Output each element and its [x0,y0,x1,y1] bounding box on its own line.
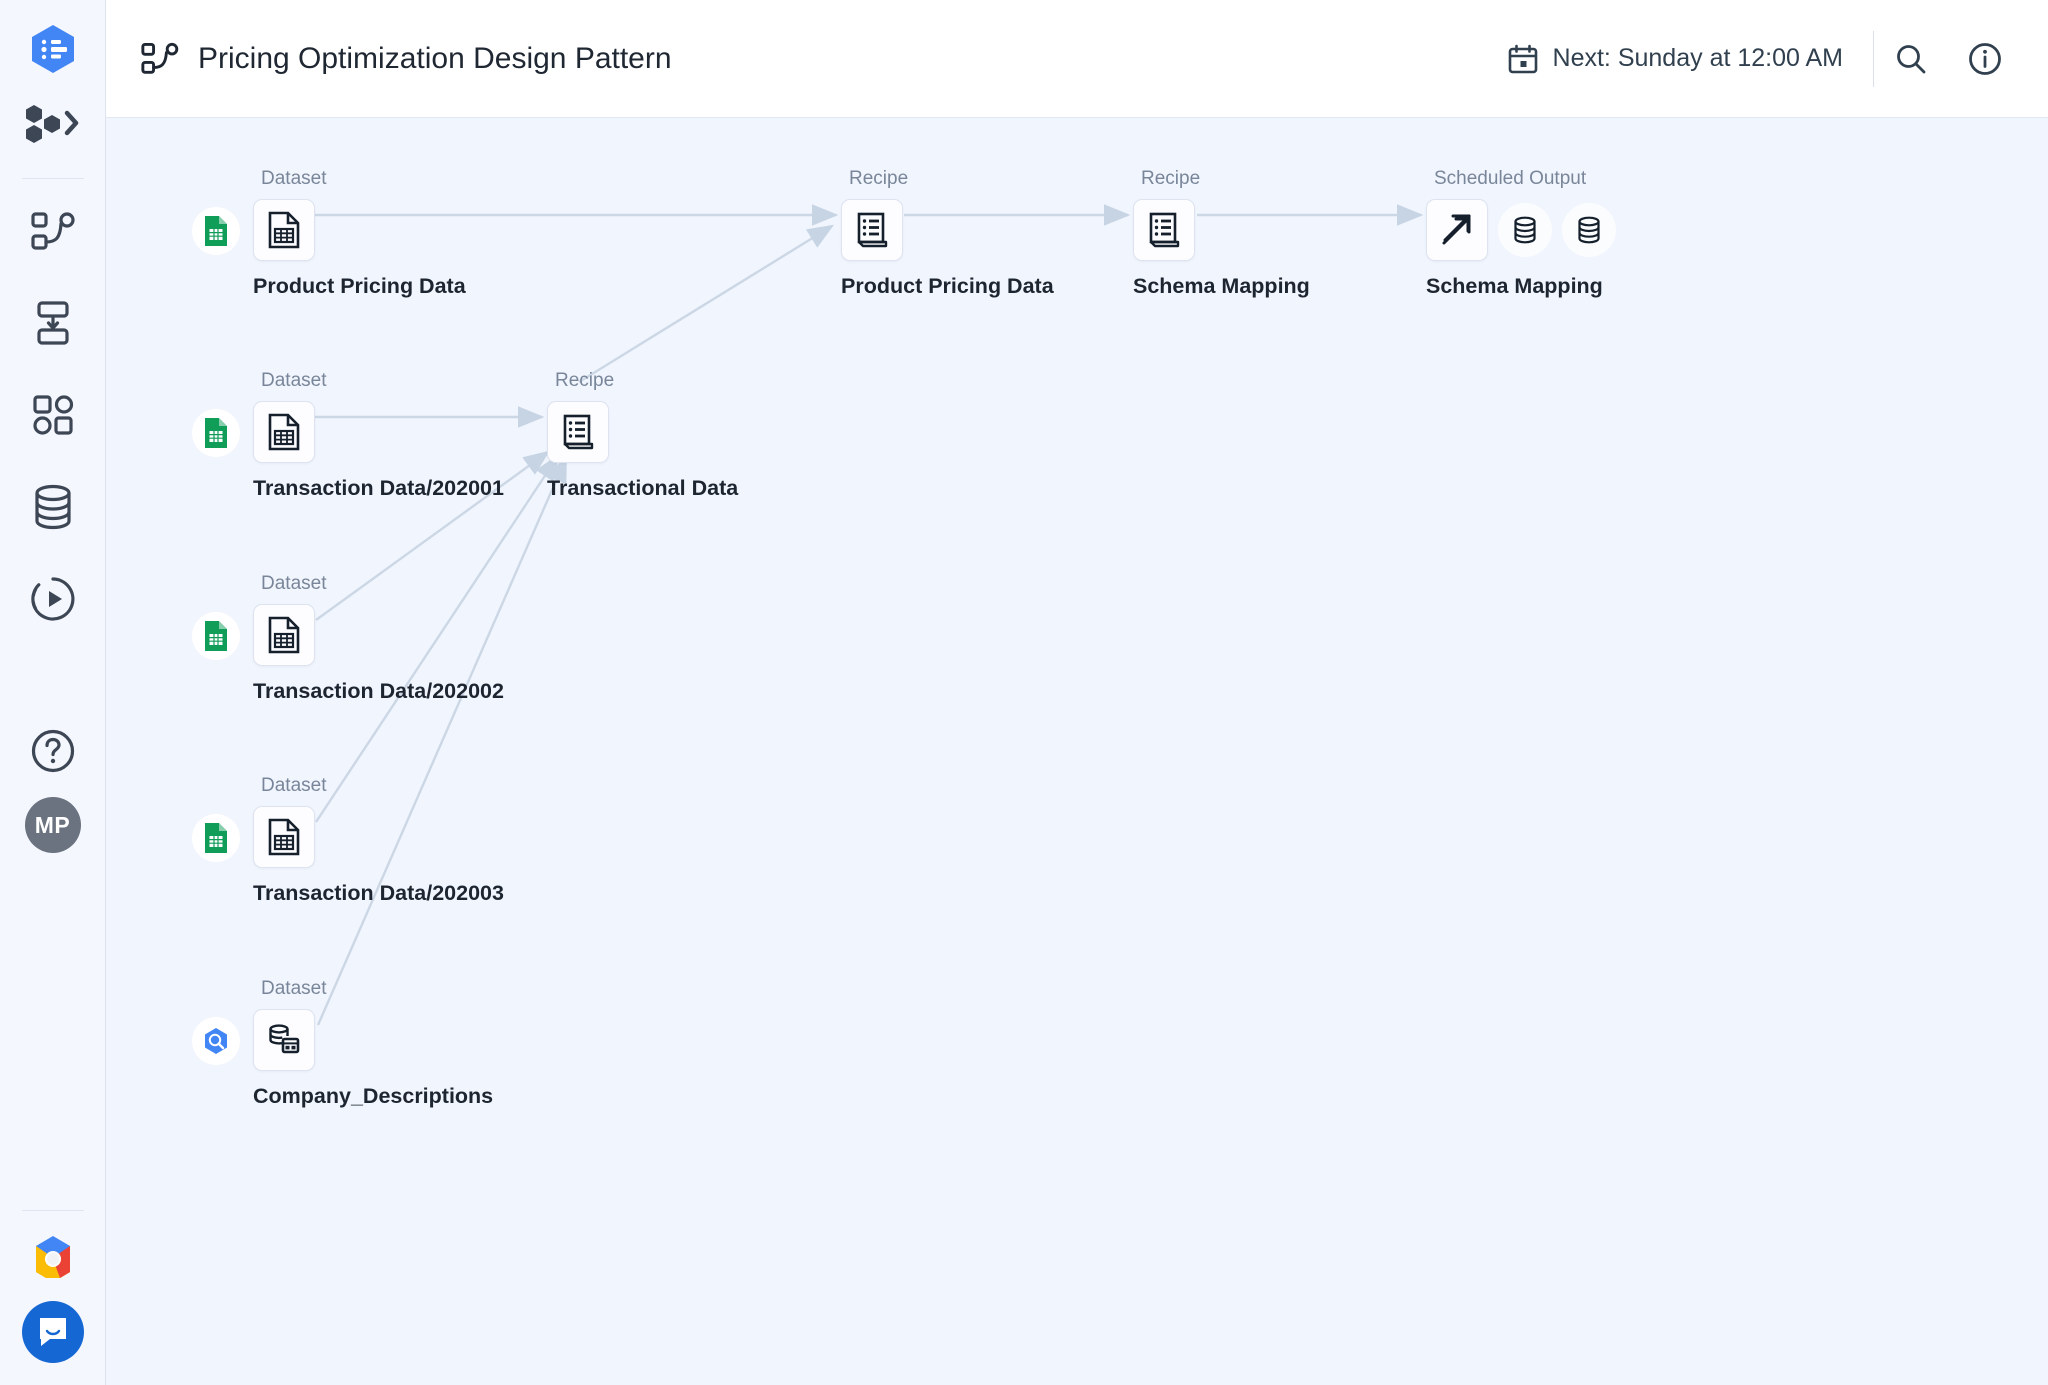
sidebar-item-plans[interactable] [0,369,106,461]
flow-node-product-pricing-recipe[interactable]: Recipe Product [841,168,1054,299]
recipe-list-icon [563,414,594,450]
node-label: Transaction Data/202002 [253,679,504,703]
node-label: Product Pricing Data [841,274,1054,298]
google-sheets-icon[interactable] [192,409,240,457]
google-sheets-icon[interactable] [192,207,240,255]
schedule-indicator[interactable]: Next: Sunday at 12:00 AM [1507,43,1873,75]
flow-icon [140,41,180,77]
job-run-icon [30,577,74,621]
node-icon-box[interactable] [1133,199,1195,261]
export-arrow-icon [1442,214,1471,245]
sidebar-item-connections[interactable] [0,461,106,553]
database-icon [1514,216,1536,244]
sidebar-divider-bottom [21,1210,84,1211]
intercom-chat-icon[interactable] [21,1301,84,1363]
flow-node-schema-mapping-output[interactable]: Scheduled Output [1426,168,1616,299]
main-area: Pricing Optimization Design Pattern Next… [106,0,2048,1385]
node-type-label: Recipe [849,168,909,189]
left-sidebar: MP [0,0,106,1385]
document-table-icon [268,616,300,654]
hexagon-cluster-expand-icon [25,105,78,143]
flow-node-transaction-202001-dataset[interactable]: Dataset [192,370,504,501]
node-icon-box[interactable] [841,199,903,261]
info-circle-icon [1969,42,2001,75]
flow-icon [30,212,75,250]
flow-node-company-descriptions-dataset[interactable]: Dataset [192,978,494,1109]
output-database-badge-2[interactable] [1562,203,1616,257]
node-icon-box[interactable] [547,401,609,463]
sidebar-item-job-history[interactable] [0,553,106,645]
document-table-icon [268,818,300,856]
google-cloud-logo [35,1236,70,1278]
flow-node-transactional-data-recipe[interactable]: Recipe Transact [547,370,738,501]
flow-canvas[interactable]: Dataset [106,118,2048,1385]
output-database-badge-1[interactable] [1498,203,1552,257]
flow-node-transaction-202002-dataset[interactable]: Dataset [192,573,504,704]
node-label: Schema Mapping [1426,274,1603,298]
flow-node-product-pricing-dataset[interactable]: Dataset [192,168,466,299]
recipe-list-icon [1149,212,1180,248]
node-type-label: Recipe [555,370,615,391]
google-sheets-icon[interactable] [192,612,240,660]
info-button[interactable] [1948,22,2022,96]
flow-node-schema-mapping-recipe[interactable]: Recipe Schema M [1133,168,1310,299]
help-circle-icon [31,729,74,773]
node-label: Transaction Data/202001 [253,476,504,500]
database-icon [34,484,71,530]
node-icon-box[interactable] [253,806,315,868]
sidebar-item-workspace-switcher[interactable] [0,76,106,172]
sidebar-item-datasets[interactable] [0,277,106,369]
node-icon-box[interactable] [253,604,315,666]
node-type-label: Dataset [261,775,327,796]
bigquery-icon[interactable] [192,1017,240,1065]
search-button[interactable] [1874,22,1948,96]
node-type-label: Dataset [261,168,327,189]
import-dataset-icon [36,301,69,345]
document-table-icon [268,211,300,249]
search-icon [1897,44,1926,73]
database-icon [1578,216,1600,244]
sidebar-divider-top [21,178,84,179]
recipe-list-icon [857,212,888,248]
node-label: Transaction Data/202003 [253,881,504,905]
document-table-icon [268,413,300,451]
node-label: Schema Mapping [1133,274,1310,298]
node-label: Transactional Data [547,476,739,500]
sidebar-item-help[interactable] [0,705,106,797]
node-label: Product Pricing Data [253,274,466,298]
top-bar: Pricing Optimization Design Pattern Next… [106,0,2048,118]
sidebar-item-flows[interactable] [0,185,106,277]
node-label: Company_Descriptions [253,1084,494,1108]
dataprep-hexagon-logo[interactable] [26,22,80,76]
flow-node-transaction-202003-dataset[interactable]: Dataset [192,775,504,906]
google-sheets-icon[interactable] [192,814,240,862]
page-title: Pricing Optimization Design Pattern [198,41,672,75]
avatar-initials: MP [34,811,71,838]
plans-grid-icon [32,395,73,435]
schedule-text: Next: Sunday at 12:00 AM [1552,44,1843,72]
sidebar-item-google-cloud[interactable] [0,1217,106,1301]
flow-edges [314,204,1424,1026]
node-type-label: Scheduled Output [1434,168,1587,189]
calendar-icon [1508,44,1537,73]
node-icon-box[interactable] [253,199,315,261]
node-type-label: Recipe [1141,168,1201,189]
toolbar-divider [1873,30,1874,87]
bigquery-table-icon [269,1024,300,1054]
node-type-label: Dataset [261,370,327,391]
node-type-label: Dataset [261,978,327,999]
node-icon-box[interactable] [253,401,315,463]
top-bar-actions: Next: Sunday at 12:00 AM [1507,22,2022,96]
node-icon-box[interactable] [253,1009,315,1071]
avatar[interactable]: MP [24,797,81,853]
node-icon-box[interactable] [1426,199,1488,261]
node-type-label: Dataset [261,573,327,594]
